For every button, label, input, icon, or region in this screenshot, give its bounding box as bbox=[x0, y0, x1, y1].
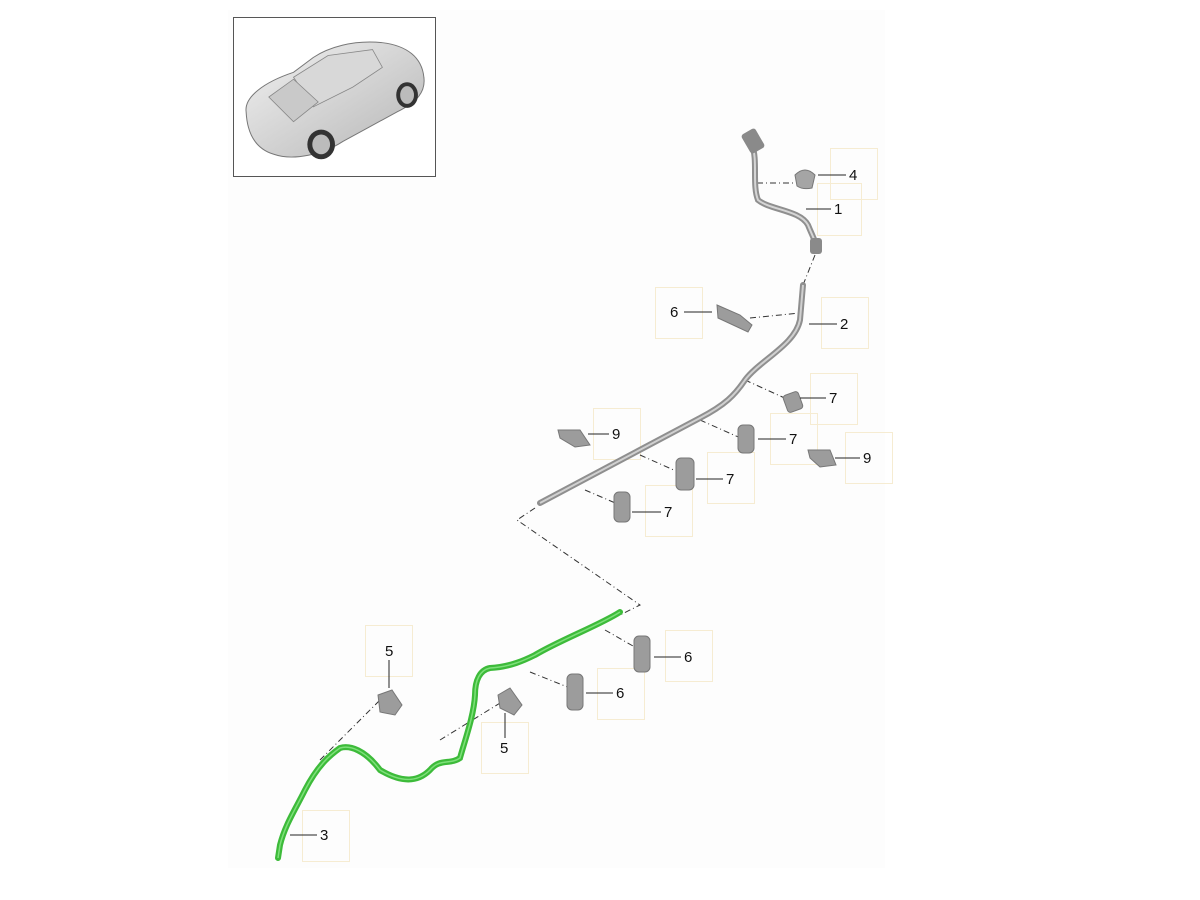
callout-6[interactable]: 6 bbox=[670, 304, 679, 321]
clip-4 bbox=[794, 169, 816, 190]
assembly-lines bbox=[319, 182, 816, 761]
hotspot-6b[interactable] bbox=[665, 630, 713, 682]
car-thumbnail-icon bbox=[245, 41, 425, 160]
hotspot-6a[interactable] bbox=[655, 287, 703, 339]
pipe-3-highlighted bbox=[275, 609, 623, 861]
callout-9[interactable]: 9 bbox=[863, 450, 872, 467]
hotspot-7c[interactable] bbox=[707, 452, 755, 504]
clamp-7b bbox=[737, 424, 755, 454]
holder-5a bbox=[377, 689, 403, 716]
callout-6[interactable]: 6 bbox=[616, 685, 625, 702]
hotspot-2[interactable] bbox=[821, 297, 869, 349]
hotspot-3[interactable] bbox=[302, 810, 350, 862]
callout-7[interactable]: 7 bbox=[726, 471, 735, 488]
callout-5[interactable]: 5 bbox=[500, 740, 509, 757]
hotspot-7a[interactable] bbox=[810, 373, 858, 425]
clamp-7c bbox=[675, 457, 695, 491]
callout-3[interactable]: 3 bbox=[320, 827, 329, 844]
callout-1[interactable]: 1 bbox=[834, 201, 843, 218]
clamp-6c bbox=[566, 673, 584, 711]
pipe-2 bbox=[537, 282, 806, 506]
hotspot-4[interactable] bbox=[830, 148, 878, 200]
callout-7[interactable]: 7 bbox=[829, 390, 838, 407]
callout-2[interactable]: 2 bbox=[840, 316, 849, 333]
holder-9a bbox=[557, 429, 591, 448]
leader-lines bbox=[290, 174, 860, 836]
callout-7[interactable]: 7 bbox=[789, 431, 798, 448]
callout-6[interactable]: 6 bbox=[684, 649, 693, 666]
pipe-1 bbox=[741, 128, 822, 254]
callout-9[interactable]: 9 bbox=[612, 426, 621, 443]
hotspot-6c[interactable] bbox=[597, 668, 645, 720]
callout-4[interactable]: 4 bbox=[849, 167, 858, 184]
clamp-7d bbox=[613, 491, 631, 523]
hotspot-7d[interactable] bbox=[645, 485, 693, 537]
clamps bbox=[377, 304, 837, 716]
clamp-6b bbox=[633, 635, 651, 673]
clamp-6a bbox=[716, 304, 753, 333]
callout-5[interactable]: 5 bbox=[385, 643, 394, 660]
holder-9b bbox=[807, 449, 837, 468]
holder-5b bbox=[497, 687, 523, 716]
clamp-7a bbox=[782, 391, 804, 413]
vehicle-thumbnail[interactable] bbox=[233, 17, 436, 177]
callout-7[interactable]: 7 bbox=[664, 504, 673, 521]
